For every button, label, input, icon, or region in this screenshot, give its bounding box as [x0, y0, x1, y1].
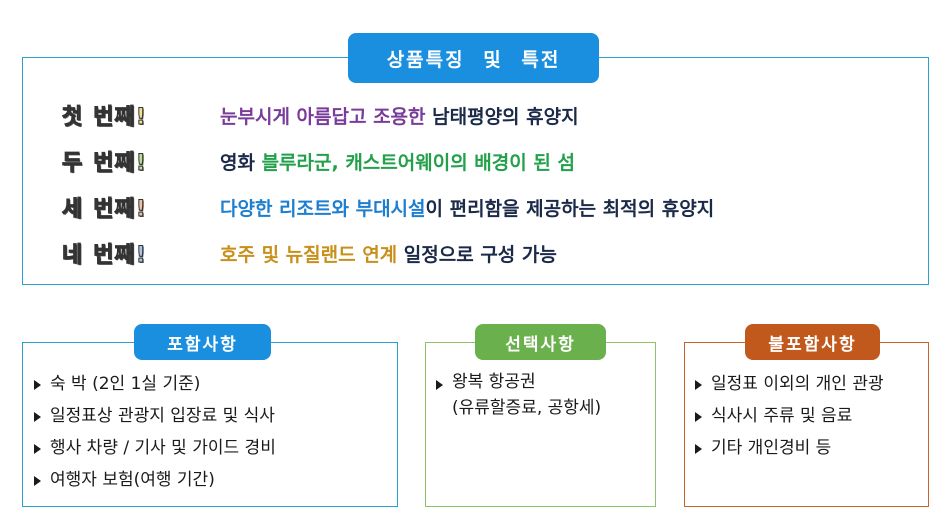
feature-text: 다양한 리조트와 부대시설이 편리함을 제공하는 최적의 휴양지 — [220, 194, 714, 221]
list-item-text: 숙 박 (2인 1실 기준) — [50, 374, 201, 394]
feature-text-part: 일정으로 구성 가능 — [403, 243, 557, 266]
feature-ordinal: 두 번째! — [61, 145, 180, 177]
list-item-text: 일정표상 관광지 입장료 및 식사 — [50, 406, 275, 426]
feature-text-part: 블루라군, 캐스트어웨이의 배경이 된 섬 — [261, 151, 575, 174]
included-panel — [22, 342, 398, 507]
feature-ordinal: 첫 번째! — [61, 99, 180, 131]
list-item-text: 일정표 이외의 개인 관광 — [711, 374, 884, 394]
list-item-subtext: (유류할증료, 공항세) — [452, 398, 602, 418]
list-item: 여행자 보험(여행 기간) — [34, 464, 276, 496]
list-item-text: 행사 차량 / 기사 및 가이드 경비 — [50, 438, 276, 458]
excluded-panel — [684, 342, 929, 507]
ordinal-suffix: 번째! — [93, 151, 147, 177]
list-item: 일정표 이외의 개인 관광 — [695, 368, 884, 400]
feature-text-part: 다양한 리조트와 부대시설 — [220, 197, 426, 220]
included-list: 숙 박 (2인 1실 기준) 일정표상 관광지 입장료 및 식사 행사 차량 /… — [34, 368, 276, 496]
list-item: 일정표상 관광지 입장료 및 식사 — [34, 400, 276, 432]
list-item-text: 기타 개인경비 등 — [711, 438, 832, 458]
list-item: 왕복 항공권 (유류할증료, 공항세) — [436, 368, 601, 420]
bullet-icon — [34, 444, 41, 454]
features-panel — [22, 57, 929, 285]
features-title: 상품특징 및 특전 — [348, 33, 599, 83]
optional-title: 선택사항 — [475, 324, 606, 360]
bullet-icon — [695, 380, 702, 390]
optional-list: 왕복 항공권 (유류할증료, 공항세) — [436, 368, 601, 420]
list-item-text: 식사시 주류 및 음료 — [711, 406, 853, 426]
feature-text-part: 이 편리함을 제공하는 최적의 휴양지 — [425, 197, 715, 220]
excluded-list: 일정표 이외의 개인 관광 식사시 주류 및 음료 기타 개인경비 등 — [695, 368, 884, 464]
ordinal-suffix: 번째! — [93, 105, 147, 131]
excluded-title: 불포함사항 — [745, 324, 880, 360]
feature-text: 호주 및 뉴질랜드 연계 일정으로 구성 가능 — [220, 240, 557, 267]
list-item: 행사 차량 / 기사 및 가이드 경비 — [34, 432, 276, 464]
bullet-icon — [695, 412, 702, 422]
bullet-icon — [34, 476, 41, 486]
ordinal-suffix: 번째! — [93, 197, 147, 223]
optional-panel — [425, 342, 656, 507]
list-item: 식사시 주류 및 음료 — [695, 400, 884, 432]
list-item-text: 여행자 보험(여행 기간) — [50, 470, 215, 490]
feature-text-part: 호주 및 뉴질랜드 연계 — [220, 243, 404, 266]
feature-text-part: 영화 — [220, 151, 262, 174]
feature-text-part: 남태평양의 휴양지 — [432, 105, 579, 128]
feature-text: 영화 블루라군, 캐스트어웨이의 배경이 된 섬 — [220, 148, 575, 175]
bullet-icon — [695, 444, 702, 454]
bullet-icon — [34, 380, 41, 390]
list-item-text: 왕복 항공권 — [452, 372, 536, 392]
feature-ordinal: 세 번째! — [61, 191, 180, 223]
bullet-icon — [436, 380, 443, 390]
feature-text-part: 눈부시게 아름답고 조용한 — [220, 105, 433, 128]
ordinal-suffix: 번째! — [93, 243, 147, 269]
feature-ordinal: 네 번째! — [61, 237, 180, 269]
feature-text: 눈부시게 아름답고 조용한 남태평양의 휴양지 — [220, 102, 579, 129]
ordinal-number: 세 — [61, 197, 84, 223]
ordinal-number: 네 — [61, 243, 84, 269]
list-item: 기타 개인경비 등 — [695, 432, 884, 464]
bullet-icon — [34, 412, 41, 422]
list-item: 숙 박 (2인 1실 기준) — [34, 368, 276, 400]
included-title: 포함사항 — [134, 324, 271, 360]
ordinal-number: 첫 — [61, 105, 84, 131]
ordinal-number: 두 — [61, 151, 84, 177]
